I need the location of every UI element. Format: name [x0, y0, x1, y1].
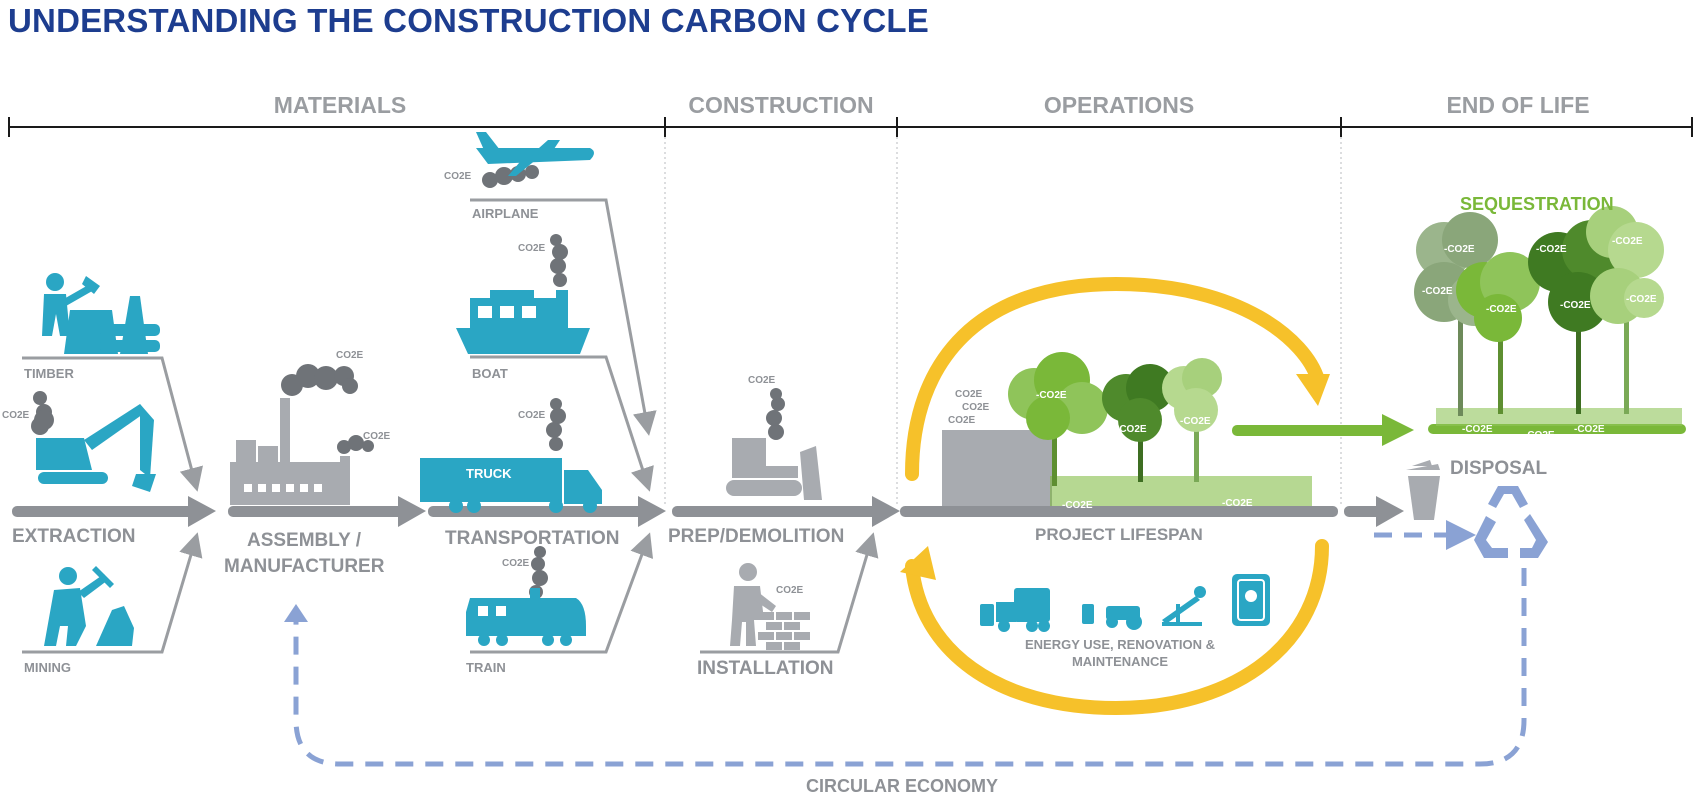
svg-text:-CO2E: -CO2E — [1462, 424, 1493, 435]
emission-label-bulldozer: CO2E — [748, 375, 776, 386]
circular-economy-path — [293, 520, 1527, 767]
emission-label-airplane: CO2E — [444, 171, 472, 182]
emission-label-building-2: CO2E — [962, 402, 990, 413]
stage-label-transportation: TRANSPORTATION — [445, 528, 620, 549]
airplane-icon — [476, 132, 594, 188]
sequestration-forest: -CO2E -CO2E -CO2E -CO2E -CO2E -CO2E -CO2… — [1414, 206, 1686, 441]
stage-label-project-lifespan: PROJECT LIFESPAN — [1035, 525, 1203, 544]
installation-icon — [730, 563, 810, 650]
circular-economy-label: CIRCULAR ECONOMY — [806, 776, 998, 796]
sequestration-arrow — [1232, 414, 1414, 446]
emission-label-factory: CO2E — [336, 350, 364, 361]
phase-end-of-life: END OF LIFE — [1446, 92, 1590, 118]
emission-label-excavator: CO2E — [2, 410, 30, 421]
cycle-arrowheads — [900, 374, 1330, 580]
recycle-icon — [1474, 486, 1548, 558]
svg-text:-CO2E: -CO2E — [1560, 300, 1591, 311]
stage-label-extraction: EXTRACTION — [12, 526, 136, 547]
svg-text:-CO2E: -CO2E — [1444, 244, 1475, 255]
emission-label-building-1: CO2E — [955, 389, 983, 400]
circular-arrowhead — [284, 604, 308, 622]
emission-label-building-3: CO2E — [948, 415, 976, 426]
energy-use-label: ENERGY USE, RENOVATION & MAINTENANCE — [1025, 637, 1215, 669]
phase-timeline — [8, 117, 1693, 137]
svg-text:-CO2E: -CO2E — [1524, 430, 1555, 441]
svg-text:-CO2E: -CO2E — [1626, 294, 1657, 305]
timber-icon — [42, 273, 160, 354]
source-label-timber: TIMBER — [24, 366, 74, 381]
svg-text:-CO2E: -CO2E — [1536, 244, 1567, 255]
stage-label-assembly: ASSEMBLY / MANUFACTURER — [224, 530, 385, 577]
svg-text:-CO2E: -CO2E — [1574, 424, 1605, 435]
stage-label-sequestration: SEQUESTRATION — [1460, 194, 1614, 214]
stage-label-disposal: DISPOSAL — [1450, 458, 1548, 479]
source-label-truck: TRUCK — [466, 466, 512, 481]
feeder-arrows — [22, 198, 879, 654]
emission-label-factory-2: CO2E — [363, 431, 391, 442]
train-icon — [466, 546, 586, 646]
phase-operations: OPERATIONS — [1043, 92, 1195, 118]
building-icon — [942, 430, 1052, 506]
phase-construction: CONSTRUCTION — [688, 92, 874, 118]
source-label-airplane: AIRPLANE — [472, 206, 539, 221]
excavator-icon — [31, 391, 156, 492]
source-label-installation: INSTALLATION — [697, 658, 834, 679]
svg-text:-CO2E: -CO2E — [1486, 304, 1517, 315]
lifespan-trees: -CO2E -CO2E -CO2E -CO2E -CO2E — [1008, 352, 1312, 511]
stage-label-prep-demolition: PREP/DEMOLITION — [668, 526, 845, 547]
emission-label-truck: CO2E — [518, 410, 546, 421]
truck-icon — [420, 398, 602, 513]
emission-label-installation: CO2E — [776, 585, 804, 596]
svg-text:-CO2E: -CO2E — [1036, 390, 1067, 401]
bulldozer-icon — [726, 388, 822, 500]
svg-text:-CO2E: -CO2E — [1116, 424, 1147, 435]
mining-icon — [44, 566, 134, 646]
svg-text:-CO2E: -CO2E — [1180, 416, 1211, 427]
disposal-bin-icon — [1406, 460, 1440, 520]
page-title: UNDERSTANDING THE CONSTRUCTION CARBON CY… — [8, 2, 929, 39]
svg-text:-CO2E: -CO2E — [1422, 286, 1453, 297]
factory-icon — [230, 364, 374, 505]
phase-dividers — [664, 137, 1342, 505]
emission-label-boat: CO2E — [518, 243, 546, 254]
source-label-mining: MINING — [24, 660, 71, 675]
energy-icons — [980, 574, 1270, 632]
emission-label-train: CO2E — [502, 558, 530, 569]
phase-materials: MATERIALS — [273, 92, 407, 118]
svg-text:-CO2E: -CO2E — [1612, 236, 1643, 247]
source-label-boat: BOAT — [472, 366, 508, 381]
main-flow-arrows — [12, 496, 1404, 527]
svg-text:-CO2E: -CO2E — [1222, 498, 1253, 509]
svg-text:-CO2E: -CO2E — [1062, 500, 1093, 511]
energy-icons-detail — [1237, 579, 1265, 621]
boat-icon — [456, 234, 590, 354]
operations-cycle — [905, 276, 1329, 716]
source-label-train: TRAIN — [466, 660, 506, 675]
